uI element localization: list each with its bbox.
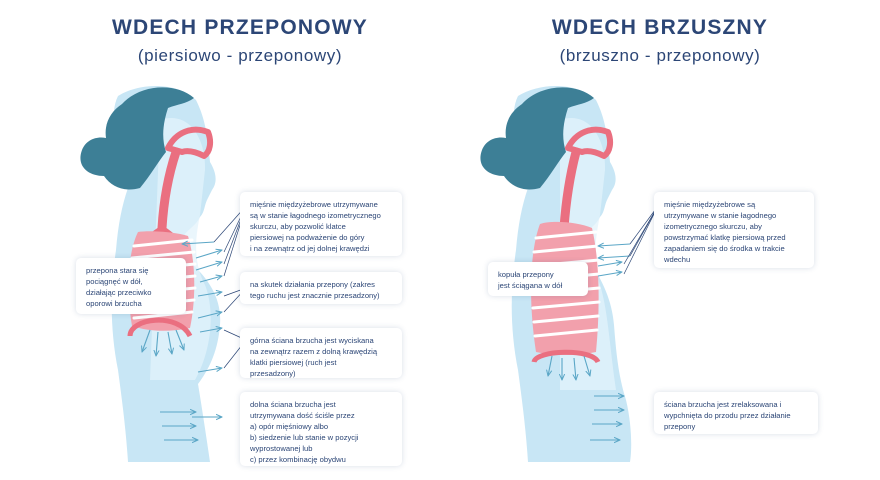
right-figure [480, 85, 660, 462]
right-title: WDECH BRZUSZNY [551, 16, 769, 39]
left-chest-arrows [182, 242, 222, 373]
right-subtitle: (brzuszno - przeponowy) [559, 46, 761, 65]
left-subtitle: (piersiowo - przeponowy) [137, 46, 343, 65]
left-note-diaphragm: przepona stara się pociągnęć w dół, dzia… [76, 258, 186, 314]
right-abdomen-arrows [590, 396, 624, 440]
right-hair-icon [480, 87, 594, 190]
right-note-diaphragm: kopuła przepony jest ściągana w dół [488, 262, 588, 296]
left-note-lower-abdomen: dolna ściana brzucha jest utrzymywana do… [240, 392, 402, 466]
left-hair-icon [80, 87, 194, 190]
right-note-abdomen: ściana brzucha jest zrelaksowana i wypch… [654, 392, 818, 434]
left-title: WDECH PRZEPONOWY [111, 16, 369, 39]
left-nasal-airway [165, 126, 214, 159]
left-diaphragm-arrows [142, 329, 184, 356]
right-pointer-lines [623, 204, 660, 275]
right-diaphragm [531, 349, 601, 364]
left-abdomen-arrows [160, 412, 222, 440]
left-note-upper-abdomen: górna ściana brzucha jest wyciskana na z… [240, 328, 402, 378]
right-note-intercostal: mięśnie międzyżebrowe są utrzymywane w s… [654, 192, 814, 268]
right-trachea [559, 147, 581, 233]
right-diaphragm-arrows [548, 355, 590, 380]
left-note-intercostal: mięśnie międzyżebrowe utrzymywane są w s… [240, 192, 402, 256]
left-trachea [157, 147, 181, 233]
right-chest-arrows [598, 244, 631, 277]
left-diaphragm [127, 317, 193, 338]
left-note-diaphragm-action: na skutek działania przepony (zakres teg… [240, 272, 402, 304]
right-nasal-airway [565, 126, 614, 159]
